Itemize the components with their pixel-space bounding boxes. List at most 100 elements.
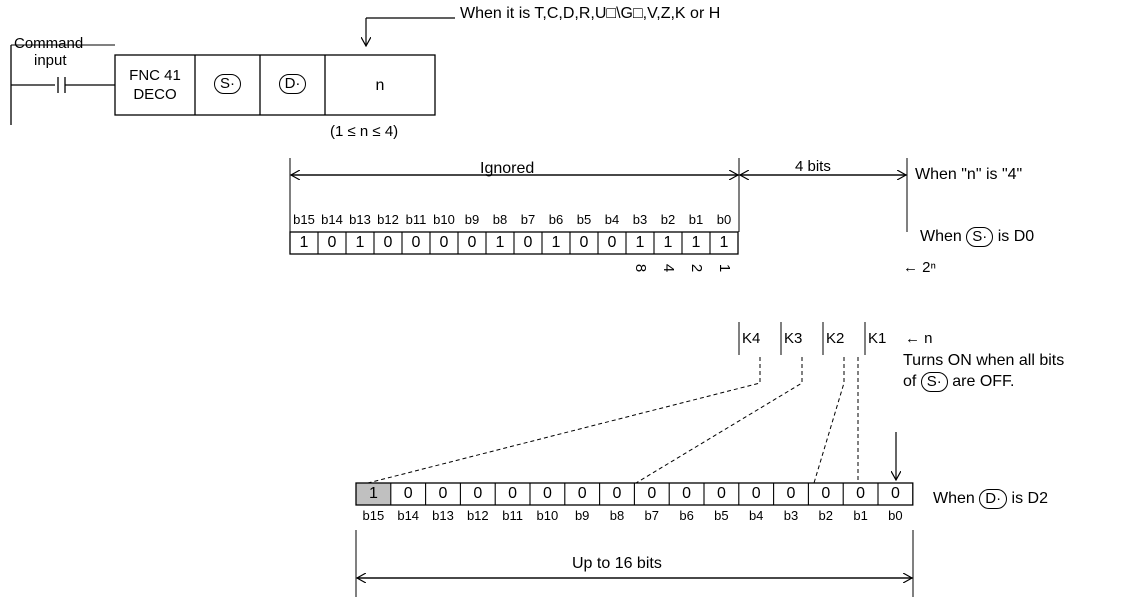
k2-mapping-line: [813, 357, 845, 484]
destination-bit-label: b1: [853, 508, 868, 523]
destination-bit-label: b8: [609, 508, 625, 523]
source-bit-label: b0: [716, 212, 732, 227]
destination-bit-cell: 0: [403, 485, 413, 502]
k3-mapping-line: [635, 357, 803, 484]
turns-on-operand-badge: S·: [920, 372, 948, 392]
destination-bit-cell: 0: [821, 485, 831, 502]
k4-mapping-line: [367, 357, 761, 484]
destination-bit-cell: 0: [542, 485, 552, 502]
source-register-grid: [289, 231, 739, 255]
source-bit-label: b15: [293, 212, 315, 227]
source-bit-cell: 0: [411, 234, 421, 251]
destination-bit-cell: 0: [438, 485, 448, 502]
destination-bit-label: b11: [502, 508, 523, 523]
command-label-line1: Command: [14, 35, 84, 52]
source-bit-label: b12: [377, 212, 399, 227]
fnc-mnemonic: DECO: [133, 86, 177, 103]
four-bits-label: 4 bits: [795, 158, 831, 175]
turns-on-line2: of S· are OFF.: [903, 372, 1015, 392]
destination-bit-cell: 0: [856, 485, 866, 502]
power-value: 4: [660, 263, 677, 273]
source-bit-cell: 1: [691, 234, 701, 251]
source-bit-label: b14: [321, 212, 343, 227]
k1-label: K1: [868, 330, 887, 347]
source-bit-label: b2: [660, 212, 676, 227]
destination-bit-label: b0: [888, 508, 903, 523]
n-condition: When "n" is "4": [915, 166, 1023, 183]
destination-bit-cell: 0: [890, 485, 900, 502]
destination-bit-cell: 0: [577, 485, 587, 502]
destination-bit-label: b9: [574, 508, 590, 523]
source-bit-cell: 0: [327, 234, 337, 251]
power-note: ← 2ⁿ: [903, 259, 936, 276]
operand-note: When it is T,C,D,R,U□\G□,V,Z,K or H: [460, 5, 721, 22]
ignored-label: Ignored: [480, 160, 535, 177]
n-operand-box: n: [375, 77, 385, 94]
destination-bit-label: b2: [818, 508, 834, 523]
n-arrow-note: ← n: [905, 330, 933, 347]
source-bit-cell: 1: [355, 234, 365, 251]
source-bit-cell: 1: [635, 234, 645, 251]
source-bit-cell: 1: [495, 234, 505, 251]
source-bit-cell: 1: [663, 234, 673, 251]
destination-bit-label: b14: [397, 508, 420, 523]
source-bit-label: b3: [632, 212, 648, 227]
source-bit-label: b6: [548, 212, 564, 227]
destination-bit-label: b15: [362, 508, 385, 523]
source-bit-cell: 1: [551, 234, 561, 251]
destination-bit-label: b10: [536, 508, 559, 523]
dst-operand-box: D·: [260, 74, 325, 94]
source-bit-label: b11: [405, 212, 427, 227]
fnc-number: FNC 41: [129, 67, 181, 84]
destination-bit-label: b4: [748, 508, 764, 523]
destination-bit-cell: 0: [786, 485, 796, 502]
source-bit-cell: 0: [579, 234, 589, 251]
k3-label: K3: [784, 330, 803, 347]
source-bit-cell: 1: [299, 234, 309, 251]
source-bit-label: b10: [433, 212, 455, 227]
source-bit-label: b5: [576, 212, 592, 227]
destination-bit-cell: 0: [751, 485, 761, 502]
source-when-label: When S· is D0: [920, 227, 1035, 247]
destination-bit-cell: 0: [508, 485, 518, 502]
destination-bit-label: b12: [466, 508, 489, 523]
instruction-block: [114, 54, 436, 116]
source-bit-cell: 0: [523, 234, 533, 251]
power-value: 1: [716, 263, 733, 273]
destination-operand-badge: D·: [979, 489, 1008, 509]
span-label: Up to 16 bits: [572, 555, 662, 572]
destination-register-grid: [355, 482, 914, 506]
source-bit-cell: 1: [719, 234, 729, 251]
source-bit-cell: 0: [383, 234, 393, 251]
power-value: 2: [688, 263, 705, 273]
destination-bit-label: b6: [679, 508, 694, 523]
destination-bit-cell: 0: [473, 485, 483, 502]
destination-bit-label: b13: [432, 508, 454, 523]
command-label-line2: input: [34, 52, 67, 69]
source-bit-label: b8: [492, 212, 508, 227]
k4-label: K4: [742, 330, 761, 347]
power-value: 8: [632, 263, 649, 273]
destination-bit-cell: 0: [716, 485, 726, 502]
destination-bit-label: b3: [783, 508, 799, 523]
source-operand-badge: S·: [966, 227, 994, 247]
turns-on-line1: Turns ON when all bits: [903, 352, 1065, 369]
source-bit-label: b9: [464, 212, 480, 227]
source-bit-label: b1: [688, 212, 704, 227]
destination-bit-cell: 0: [647, 485, 657, 502]
destination-bit-label: b5: [714, 508, 729, 523]
src-operand-box: S·: [195, 74, 260, 94]
source-bit-label: b4: [604, 212, 620, 227]
k2-label: K2: [826, 330, 845, 347]
source-bit-label: b13: [349, 212, 371, 227]
source-bit-label: b7: [520, 212, 536, 227]
source-bit-cell: 0: [467, 234, 477, 251]
source-bit-cell: 0: [607, 234, 617, 251]
source-bit-cell: 0: [439, 234, 449, 251]
n-range: (1 ≤ n ≤ 4): [330, 123, 399, 140]
destination-bit-cell: 0: [612, 485, 622, 502]
destination-bit-label: b7: [644, 508, 660, 523]
destination-bit-cell: 0: [682, 485, 692, 502]
destination-when-label: When D· is D2: [933, 489, 1048, 509]
